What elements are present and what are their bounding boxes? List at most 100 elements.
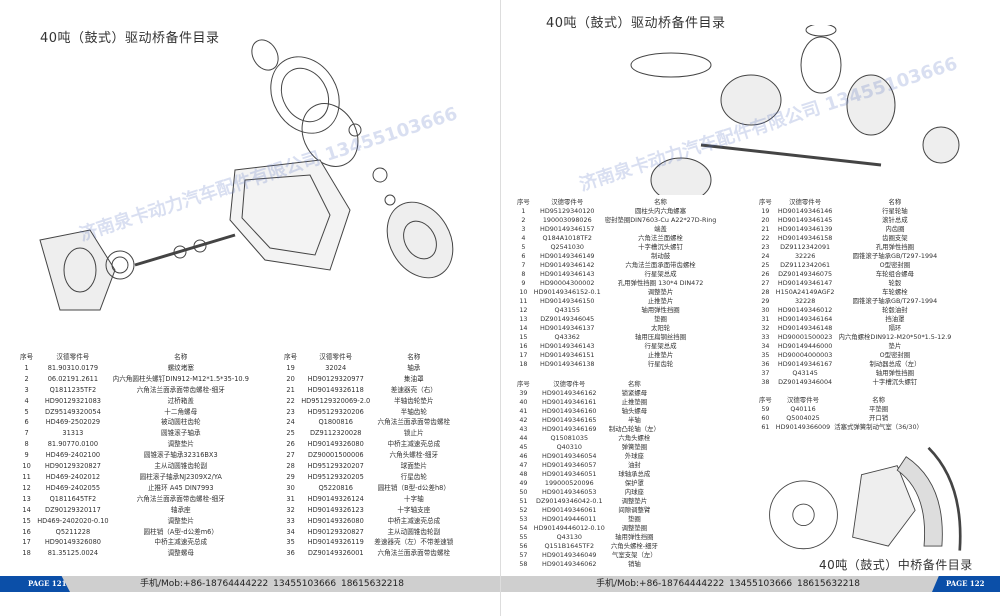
page-number: PAGE 122 xyxy=(932,576,1000,592)
part-number: HD90149346012 xyxy=(777,306,833,314)
column-header: 序号 xyxy=(517,380,530,388)
row-number: 35 xyxy=(761,351,770,359)
part-name: 轴头螺母 xyxy=(621,407,648,415)
row-number: 34 xyxy=(761,342,770,350)
part-name: 调整垫圈 xyxy=(621,524,648,532)
column-header: 序号 xyxy=(759,396,772,404)
part-name: 差速器壳（右） xyxy=(390,385,437,394)
column-header: 名称 xyxy=(627,380,641,388)
part-number: 06.02191.2611 xyxy=(47,374,99,383)
row-number: 17 xyxy=(519,351,528,359)
row-number: 1 xyxy=(521,207,526,215)
part-name: 锁止片 xyxy=(403,429,424,438)
part-name: 十字轴 xyxy=(403,494,424,503)
part-name: 车轮螺栓 xyxy=(882,288,908,296)
part-number: HD90149346152-0.1 xyxy=(533,288,601,296)
row-number: 15 xyxy=(519,333,528,341)
part-name: 六角法兰面螺栓 xyxy=(638,234,683,242)
part-name: 圆柱销（B型-d公差h8） xyxy=(377,483,450,492)
part-name: 圆柱销（A型-d公差m6） xyxy=(143,527,218,536)
row-number: 23 xyxy=(761,243,770,251)
part-number: Q1800816 xyxy=(318,418,353,427)
part-number: HD469-2402055 xyxy=(45,483,101,492)
row-number: 22 xyxy=(761,234,770,242)
part-number: HD90149346149 xyxy=(540,252,595,260)
row-number: 61 xyxy=(761,423,770,431)
part-name: 制动凸轮轴（左） xyxy=(608,425,660,433)
row-number: 17 xyxy=(22,538,31,547)
part-name: 间隙调整臂 xyxy=(618,506,651,514)
row-number: 16 xyxy=(22,527,31,536)
part-name: 轴承 xyxy=(407,363,421,372)
row-number: 49 xyxy=(519,479,528,487)
part-name: 活塞式弹簧制动气室（36/30） xyxy=(834,423,923,431)
footer-bar xyxy=(501,576,1000,592)
part-number: DZ90129320117 xyxy=(45,505,101,514)
row-number: 50 xyxy=(519,488,528,496)
part-number: 81.90310.0179 xyxy=(47,363,99,372)
part-name: 调整垫片 xyxy=(167,440,194,449)
part-number: HD90149326124 xyxy=(307,494,364,503)
part-name: 油封 xyxy=(627,461,641,469)
part-name: 保护罩 xyxy=(624,479,644,487)
part-name: 调整垫片 xyxy=(167,516,194,525)
row-number: 9 xyxy=(521,279,526,287)
row-number: 29 xyxy=(286,472,295,481)
part-number: HD90149346161 xyxy=(542,398,597,406)
row-number: 47 xyxy=(519,461,528,469)
part-name: 十字槽沉头螺钉 xyxy=(872,378,918,386)
table-header: 序号汉德零件号名称 xyxy=(18,352,251,363)
part-number: Q2541030 xyxy=(550,243,584,251)
part-name: 十字槽沉头螺钉 xyxy=(638,243,683,251)
part-name: 六角法兰面承面带齿螺栓 xyxy=(377,418,451,427)
part-name: 轴用弹性挡圈 xyxy=(875,369,915,377)
part-name: 调整垫片 xyxy=(647,288,674,296)
row-number: 21 xyxy=(761,225,770,233)
part-number: HD90149366009 xyxy=(775,423,831,431)
page-number: PAGE 121 xyxy=(0,576,70,592)
part-number: HD469-2502029 xyxy=(45,418,101,427)
part-name: 行星架总成 xyxy=(644,270,677,278)
axle-exploded-diagram xyxy=(39,39,454,311)
row-number: 13 xyxy=(519,315,528,323)
part-number: DZ90149346004 xyxy=(778,378,833,386)
part-number: HD90001500023 xyxy=(777,333,833,341)
part-number: HD90149346151 xyxy=(540,351,595,359)
row-number: 19 xyxy=(761,207,770,215)
part-number: HD90129321083 xyxy=(44,396,101,405)
part-number: HD90149326080 xyxy=(307,440,364,449)
row-number: 14 xyxy=(519,324,528,332)
part-number: DZ90149346042-0.1 xyxy=(536,497,603,505)
row-number: 2 xyxy=(24,374,29,383)
part-name: 行星齿轮 xyxy=(400,472,427,481)
part-number: HD90149346169 xyxy=(542,425,597,433)
row-number: 30 xyxy=(761,306,770,314)
row-number: 6 xyxy=(521,252,526,260)
part-name: 平垫圈 xyxy=(869,405,889,413)
row-number: 32 xyxy=(286,505,295,514)
part-number: HD90149346142 xyxy=(540,261,595,269)
